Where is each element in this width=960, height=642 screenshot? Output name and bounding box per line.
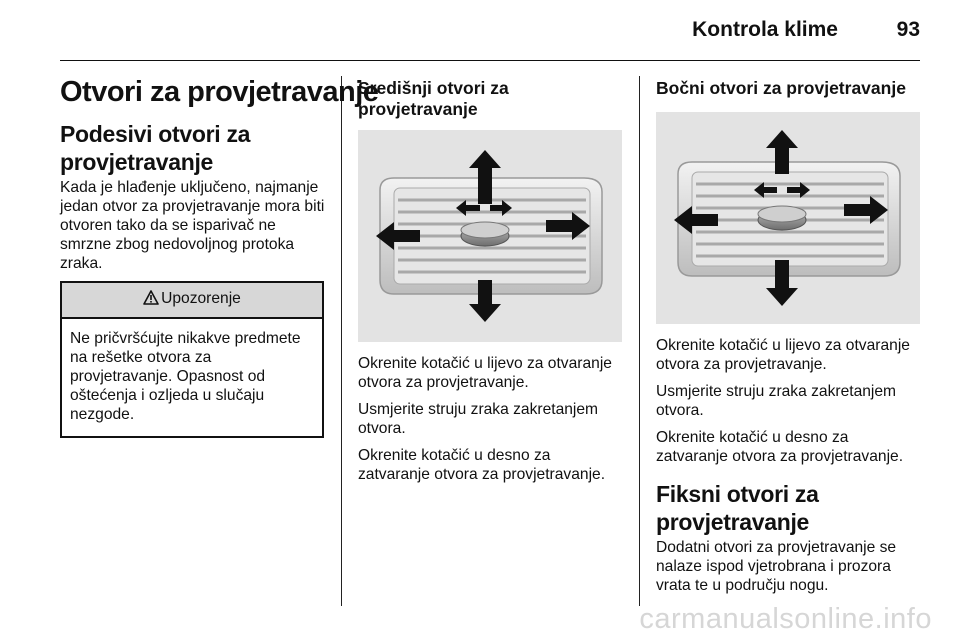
side-vents-close: Okrenite kotačić u desno za zatvaranje o… [656, 429, 904, 465]
warning-box: Upozorenje Ne pričvršćujte nikakve predm… [60, 281, 324, 438]
adjustable-vents-heading: Podesivi otvori za provjetravanje [60, 121, 251, 175]
column-divider-2 [639, 76, 640, 606]
side-vents-heading: Bočni otvori za provjetravanje [656, 78, 906, 98]
column-divider-1 [341, 76, 342, 606]
center-vent-illustration [358, 130, 622, 342]
side-vents-open: Okrenite kotačić u lijevo za otvaranje o… [656, 337, 910, 373]
intro-paragraph: Kada je hlađenje uključeno, najmanje jed… [60, 179, 325, 272]
header-rule [60, 60, 920, 61]
warning-triangle-icon [143, 290, 159, 310]
right-column: Bočni otvori za provjetravanje Okren [656, 72, 924, 595]
section-heading: Otvori za provjetravanje [60, 76, 379, 108]
fixed-vents-heading: Fiksni otvori za provjetravanje [656, 481, 819, 535]
warning-text: Ne pričvršćujte nikakve predmete na reše… [70, 330, 301, 423]
middle-column: Središnji otvori za provjetravanje [358, 72, 624, 484]
left-column: Otvori za provjetravanje Podesivi otvori… [60, 72, 379, 438]
side-vent-illustration [656, 112, 920, 324]
header-title: Kontrola klime [692, 18, 838, 41]
warning-title: Upozorenje [161, 290, 241, 307]
center-vents-close: Okrenite kotačić u desno za zatvaranje o… [358, 447, 606, 483]
watermark: carmanualsonline.info [639, 603, 932, 635]
center-vents-direct: Usmjerite struju zraka zakretanjem otvor… [358, 401, 599, 437]
center-vents-heading: Središnji otvori za provjetravanje [358, 78, 509, 119]
page-number: 93 [896, 18, 920, 41]
fixed-vents-text: Dodatni otvori za provjetravanje se nala… [656, 539, 897, 594]
side-vents-direct: Usmjerite struju zraka zakretanjem otvor… [656, 383, 897, 419]
center-vents-open: Okrenite kotačić u lijevo za otvaranje o… [358, 355, 612, 391]
warning-header: Upozorenje [62, 283, 322, 319]
